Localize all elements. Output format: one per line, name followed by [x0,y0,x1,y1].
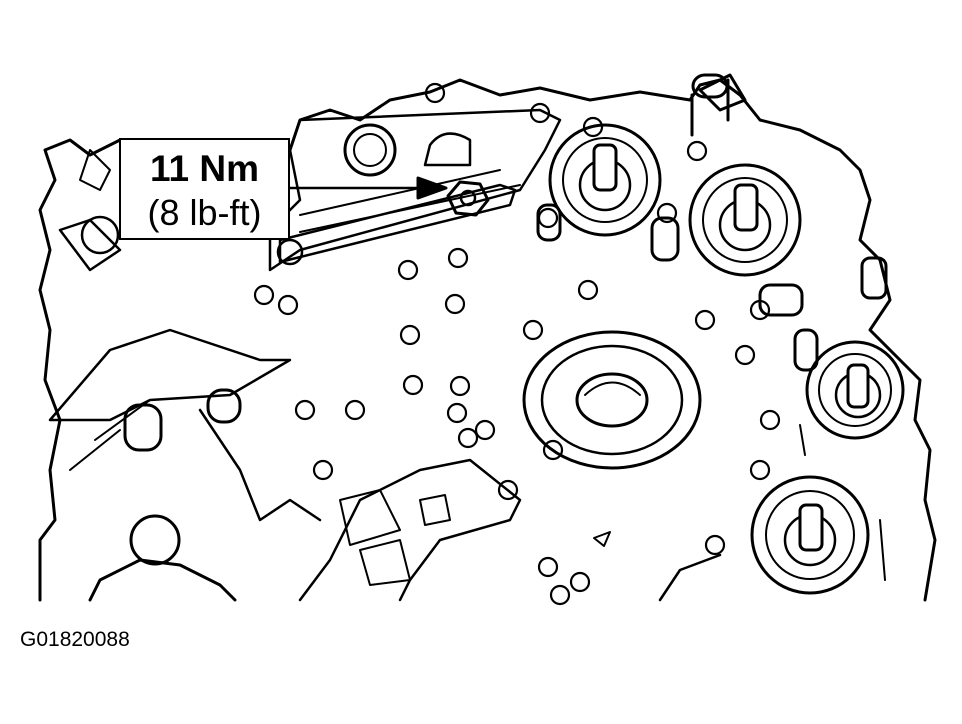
accumulator-4 [750,475,870,595]
leader-arrowhead [416,176,448,200]
torque-bolt [446,180,490,217]
accumulator-2 [688,163,802,277]
figure-id: G01820088 [20,628,130,651]
torque-callout: 11 Nm (8 lb-ft) [119,138,290,240]
fluid-passages [253,82,781,606]
accumulator-3 [805,340,905,440]
torque-imperial: (8 lb-ft) [147,192,262,233]
center-seal [522,330,702,470]
accumulator-1 [548,123,662,237]
upper-plate [268,108,562,272]
housing-outline [38,78,937,602]
torque-metric: 11 Nm [149,148,259,189]
